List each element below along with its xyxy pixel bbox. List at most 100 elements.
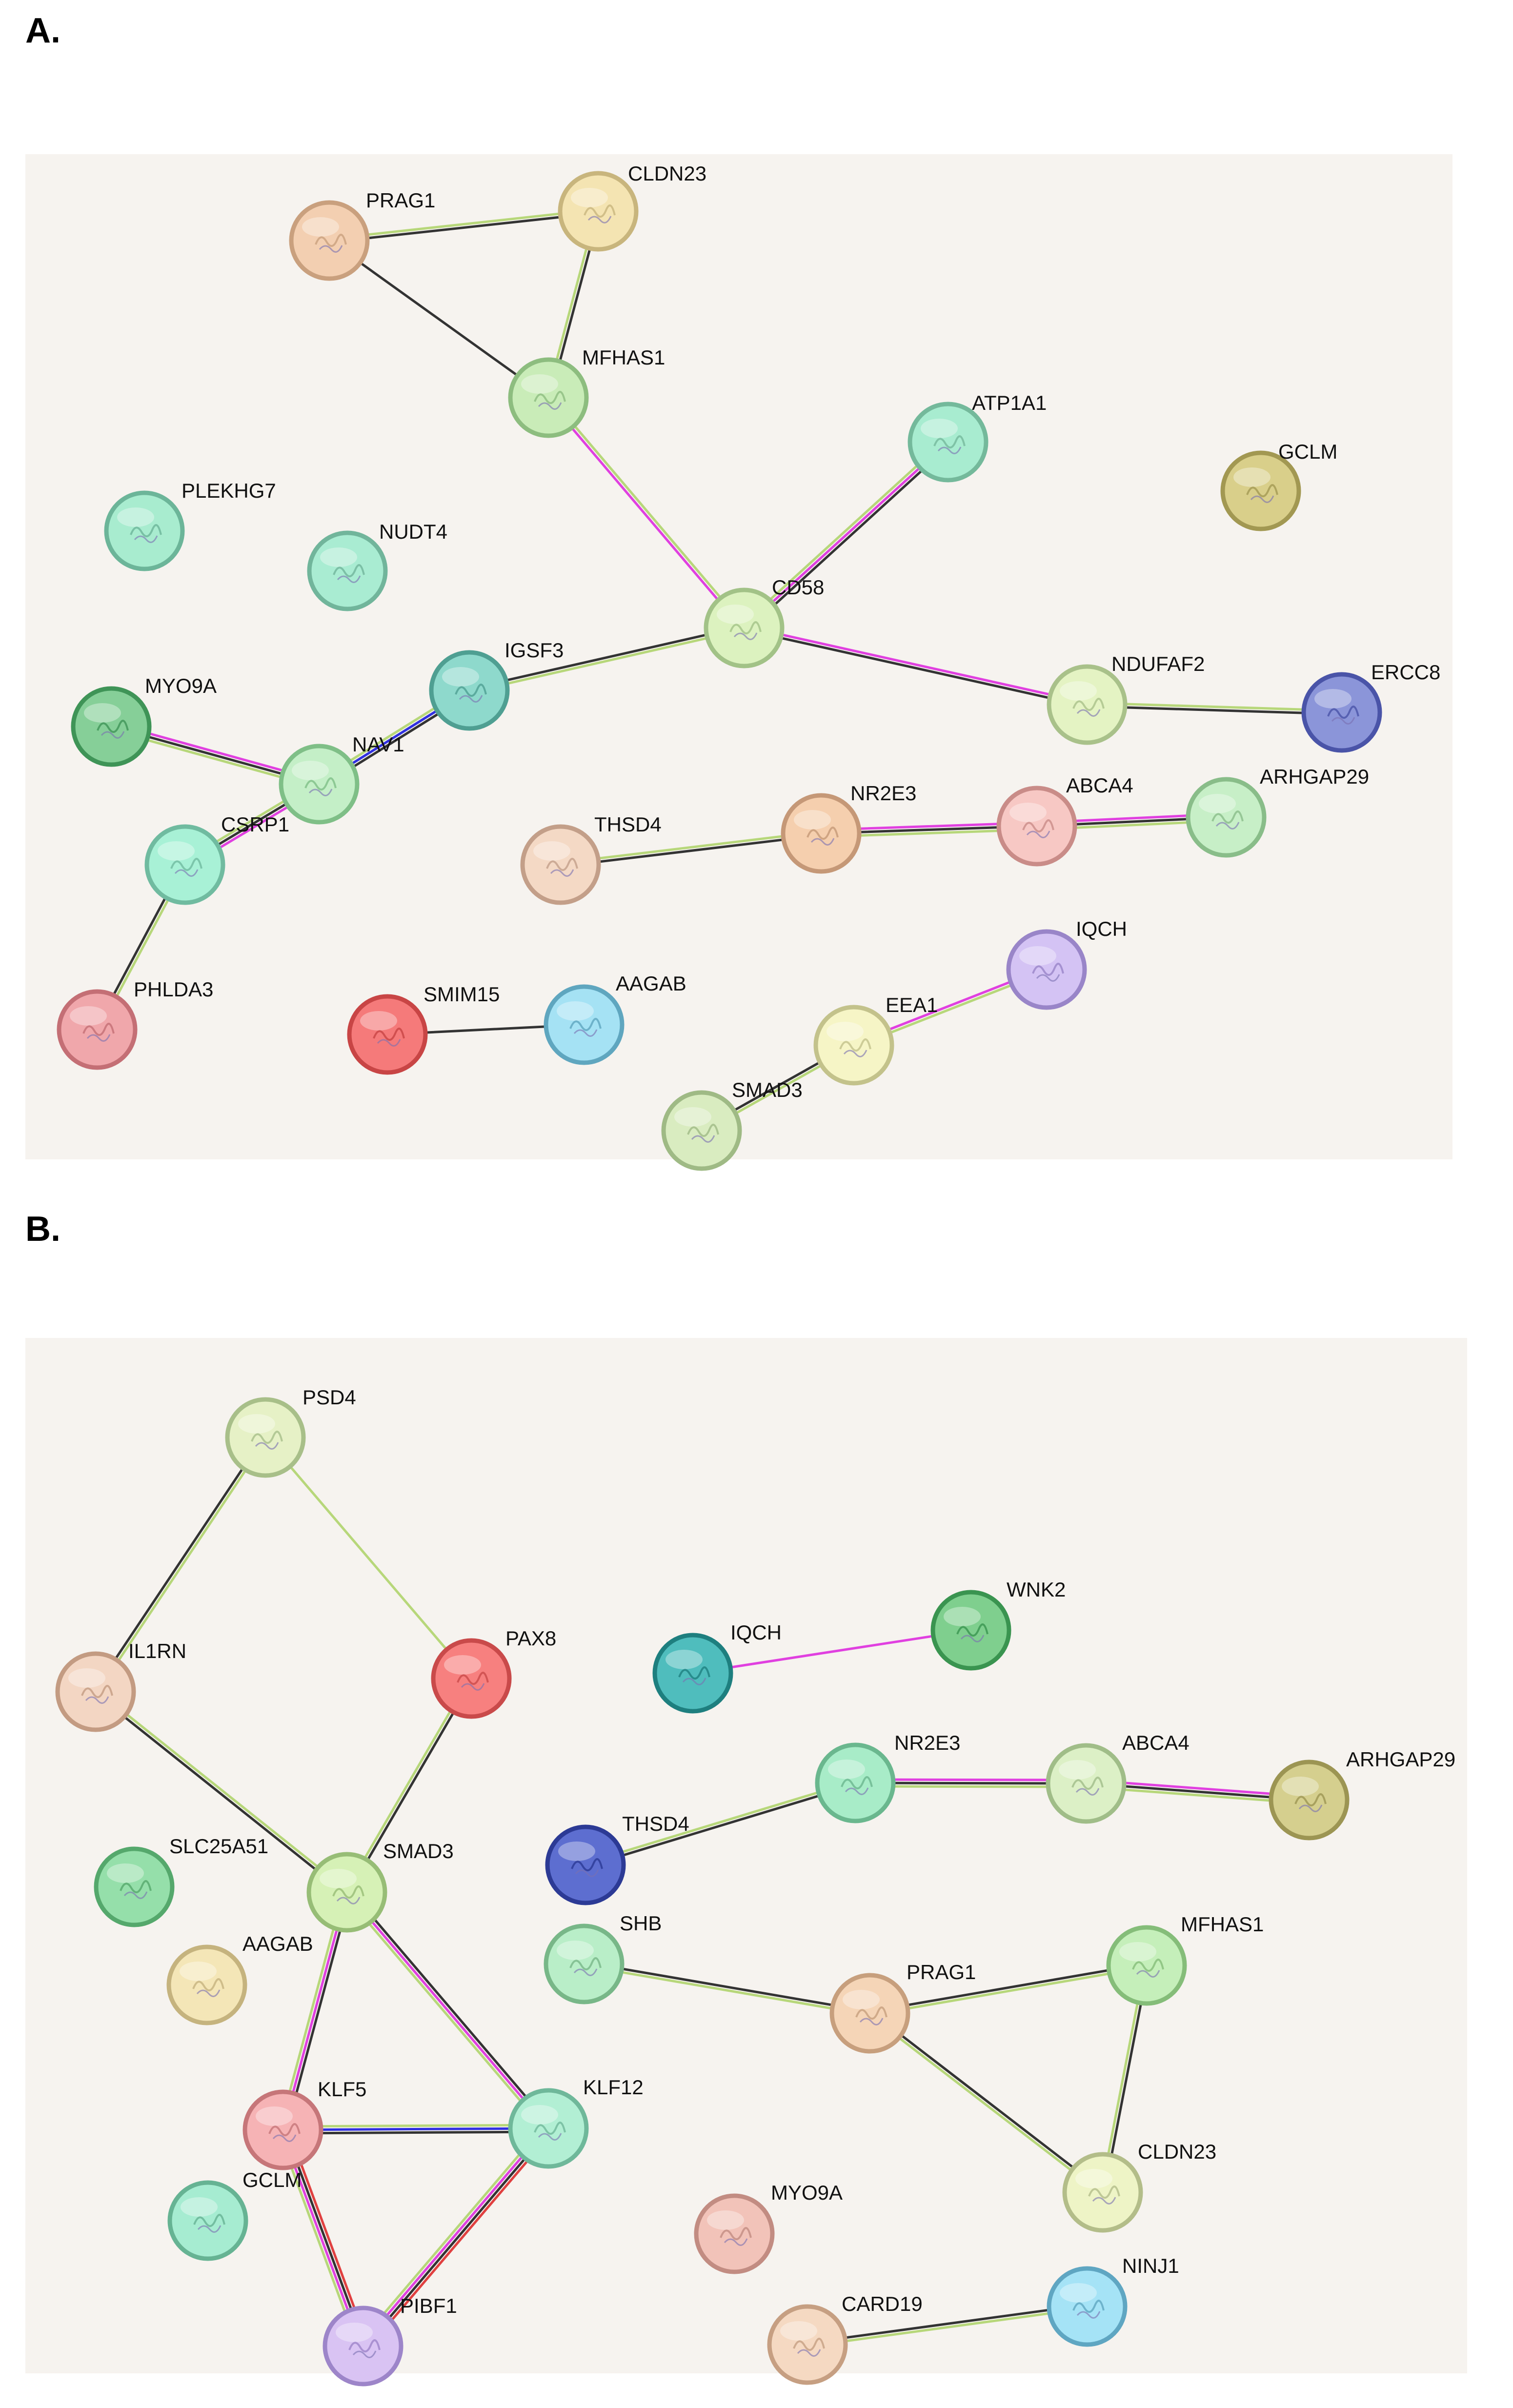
- node-myo9a[interactable]: MYO9A: [694, 2181, 843, 2274]
- node-thsd4[interactable]: THSD4: [545, 1812, 689, 1905]
- node-prag1[interactable]: PRAG1: [289, 189, 435, 281]
- node-smim15[interactable]: SMIM15: [347, 983, 500, 1075]
- node-circle[interactable]: [815, 1742, 896, 1823]
- node-klf12[interactable]: KLF12: [508, 2076, 644, 2169]
- protein-structure-icon: [933, 435, 966, 454]
- node-circle[interactable]: [289, 200, 370, 281]
- node-eea1[interactable]: EEA1: [813, 993, 938, 1086]
- node-nudt4[interactable]: NUDT4: [307, 520, 447, 611]
- node-circle[interactable]: [1301, 672, 1382, 753]
- node-circle[interactable]: [704, 587, 785, 668]
- node-circle[interactable]: [306, 1852, 387, 1933]
- node-circle[interactable]: [781, 793, 862, 874]
- node-circle[interactable]: [1047, 664, 1128, 745]
- node-circle[interactable]: [167, 2180, 248, 2261]
- node-circle[interactable]: [508, 357, 589, 438]
- node-circle[interactable]: [279, 744, 360, 825]
- node-circle[interactable]: [323, 2306, 403, 2387]
- node-circle[interactable]: [431, 1638, 512, 1719]
- node-nav1[interactable]: NAV1: [279, 733, 404, 825]
- node-smad3[interactable]: SMAD3: [661, 1078, 803, 1171]
- node-circle[interactable]: [429, 650, 510, 731]
- node-circle[interactable]: [661, 1090, 742, 1171]
- node-circle[interactable]: [1062, 2152, 1143, 2233]
- node-cd58[interactable]: CD58: [704, 576, 824, 668]
- node-card19[interactable]: CARD19: [767, 2292, 923, 2385]
- node-circle[interactable]: [767, 2304, 848, 2385]
- edge-strand: [867, 2013, 1103, 2195]
- node-il1rn[interactable]: IL1RN: [55, 1639, 186, 1732]
- node-circle[interactable]: [1220, 450, 1301, 531]
- node-circle[interactable]: [1046, 1743, 1127, 1824]
- node-nr2e3[interactable]: NR2E3: [781, 782, 916, 874]
- node-shb[interactable]: SHB: [544, 1912, 662, 2004]
- node-smad3[interactable]: SMAD3: [306, 1840, 454, 1933]
- node-mfhas1[interactable]: MFHAS1: [1106, 1913, 1264, 2006]
- node-circle[interactable]: [930, 1590, 1011, 1671]
- node-circle[interactable]: [104, 490, 185, 571]
- node-ndufaf2[interactable]: NDUFAF2: [1047, 652, 1205, 745]
- node-psd4[interactable]: PSD4: [225, 1386, 356, 1478]
- node-plekhg7[interactable]: PLEKHG7: [104, 479, 276, 571]
- node-circle[interactable]: [71, 686, 152, 767]
- node-cldn23[interactable]: CLDN23: [558, 162, 706, 252]
- node-pax8[interactable]: PAX8: [431, 1627, 556, 1719]
- node-slc25a51[interactable]: SLC25A51: [94, 1835, 268, 1927]
- node-nr2e3[interactable]: NR2E3: [815, 1731, 960, 1823]
- node-thsd4[interactable]: THSD4: [520, 813, 662, 905]
- node-circle[interactable]: [55, 1651, 136, 1732]
- node-circle[interactable]: [1106, 1925, 1187, 2006]
- node-circle[interactable]: [307, 530, 388, 611]
- node-circle[interactable]: [520, 824, 601, 905]
- node-circle[interactable]: [242, 2089, 323, 2170]
- node-arhgap29[interactable]: ARHGAP29: [1186, 765, 1369, 858]
- node-circle[interactable]: [544, 984, 625, 1065]
- node-circle[interactable]: [166, 1944, 247, 2025]
- node-circle[interactable]: [813, 1005, 894, 1086]
- node-mfhas1[interactable]: MFHAS1: [508, 346, 665, 438]
- protein-structure-icon: [1211, 810, 1244, 830]
- node-abca4[interactable]: ABCA4: [996, 774, 1133, 867]
- node-circle[interactable]: [57, 989, 138, 1070]
- protein-structure-icon: [82, 1023, 115, 1042]
- node-iqch[interactable]: IQCH: [1006, 917, 1127, 1010]
- node-circle[interactable]: [544, 1923, 625, 2004]
- node-atp1a1[interactable]: ATP1A1: [908, 391, 1047, 483]
- node-myo9a[interactable]: MYO9A: [71, 674, 217, 767]
- node-igsf3[interactable]: IGSF3: [429, 639, 564, 731]
- node-arhgap29[interactable]: ARHGAP29: [1269, 1748, 1455, 1841]
- node-circle[interactable]: [1006, 929, 1087, 1010]
- node-circle[interactable]: [144, 824, 225, 905]
- node-phlda3[interactable]: PHLDA3: [57, 978, 213, 1070]
- node-pibf1[interactable]: PIBF1: [323, 2294, 457, 2387]
- node-circle[interactable]: [652, 1633, 733, 1714]
- node-circle[interactable]: [1269, 1760, 1350, 1841]
- node-circle[interactable]: [94, 1846, 175, 1927]
- node-prag1[interactable]: PRAG1: [829, 1961, 976, 2054]
- node-circle[interactable]: [908, 402, 988, 483]
- node-circle[interactable]: [829, 1973, 910, 2054]
- node-iqch[interactable]: IQCH: [652, 1621, 782, 1714]
- node-ninj1[interactable]: NINJ1: [1047, 2254, 1179, 2347]
- node-csrp1[interactable]: CSRP1: [144, 813, 289, 905]
- node-cldn23[interactable]: CLDN23: [1062, 2140, 1216, 2233]
- node-circle[interactable]: [545, 1824, 626, 1905]
- node-circle[interactable]: [694, 2193, 775, 2274]
- panel-b-label: B.: [25, 1210, 61, 1249]
- node-circle[interactable]: [508, 2088, 589, 2169]
- node-ercc8[interactable]: ERCC8: [1301, 661, 1440, 753]
- node-circle[interactable]: [1186, 777, 1267, 858]
- node-gclm[interactable]: GCLM: [167, 2168, 302, 2261]
- node-circle[interactable]: [347, 994, 428, 1075]
- node-abca4[interactable]: ABCA4: [1046, 1731, 1190, 1824]
- node-aagab[interactable]: AAGAB: [544, 972, 686, 1065]
- node-wnk2[interactable]: WNK2: [930, 1578, 1066, 1671]
- node-circle[interactable]: [996, 786, 1077, 867]
- node-aagab[interactable]: AAGAB: [166, 1932, 313, 2025]
- node-circle[interactable]: [225, 1397, 306, 1478]
- node-klf5[interactable]: KLF5: [242, 2078, 366, 2170]
- node-gclm[interactable]: GCLM: [1220, 440, 1337, 531]
- node-circle[interactable]: [1047, 2266, 1128, 2347]
- node-circle[interactable]: [558, 171, 639, 252]
